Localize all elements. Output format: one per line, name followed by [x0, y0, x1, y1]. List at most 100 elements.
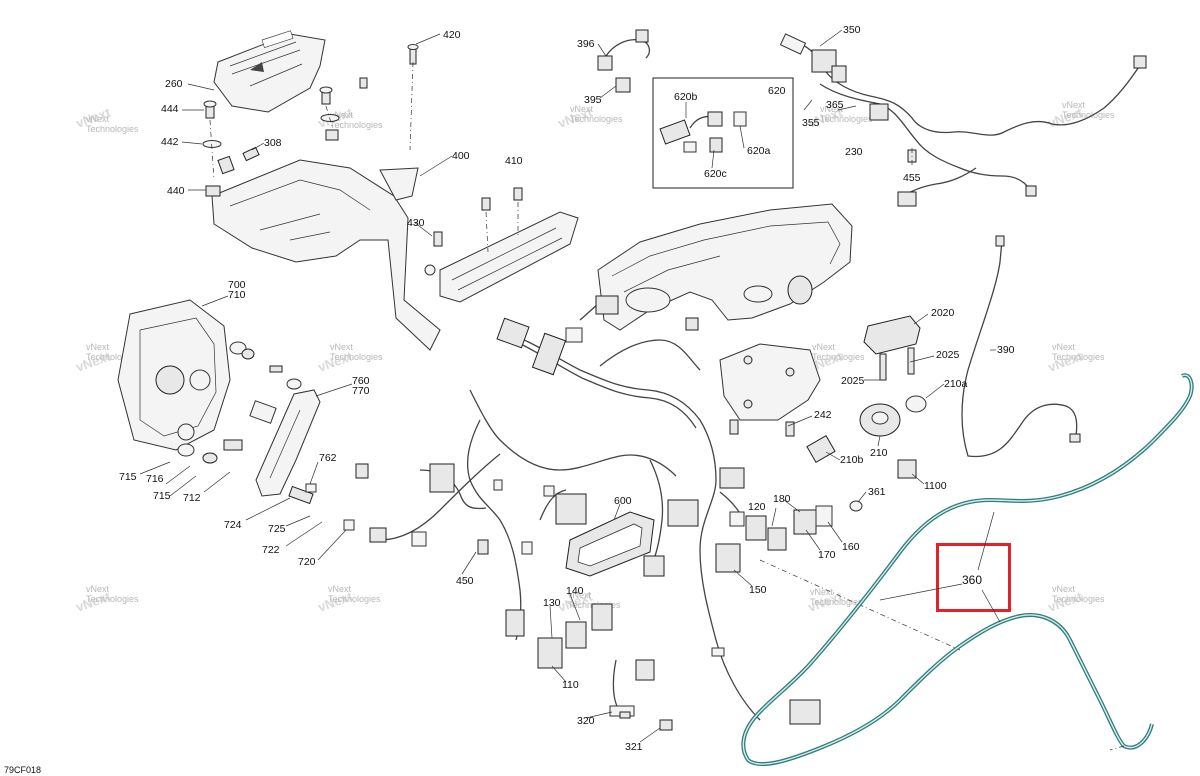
callout-410[interactable]: 410	[505, 155, 523, 167]
callout-120[interactable]: 120	[748, 501, 766, 513]
callout-395[interactable]: 395	[584, 94, 602, 106]
callout-2020[interactable]: 2020	[931, 307, 955, 319]
watermark: vNext vNext Technologies	[316, 584, 381, 615]
callout-760[interactable]: 760	[352, 375, 370, 387]
callout-365[interactable]: 365	[826, 99, 844, 111]
callout-110[interactable]: 110	[562, 679, 579, 691]
callout-620c[interactable]: 620c	[704, 168, 727, 180]
callout-2025[interactable]: 2025	[936, 349, 960, 361]
callout-700[interactable]: 700	[228, 279, 246, 291]
callout-361[interactable]: 361	[868, 486, 886, 498]
svg-text:Technologies: Technologies	[812, 352, 865, 362]
callout-170[interactable]: 170	[818, 549, 836, 561]
headlight-fasteners	[177, 341, 302, 464]
switch-2020[interactable]	[863, 315, 921, 381]
callout-320[interactable]: 320	[577, 715, 595, 727]
cable-390[interactable]	[961, 235, 1081, 458]
callout-430[interactable]: 430	[407, 217, 425, 229]
watermark: vNext vNext Technologies	[1046, 342, 1105, 375]
kit-620-box[interactable]	[652, 77, 794, 189]
watermark: vNext vNext Technologies	[1046, 100, 1115, 131]
callout-716[interactable]: 716	[146, 473, 164, 485]
callout-710[interactable]: 710	[228, 289, 246, 301]
leader-lines-left	[139, 295, 353, 561]
callout-600[interactable]: 600	[614, 495, 632, 507]
callout-396[interactable]: 396	[577, 38, 595, 50]
bracket-400[interactable]	[211, 159, 441, 351]
callout-444[interactable]: 444	[161, 103, 179, 115]
callout-762[interactable]: 762	[319, 452, 337, 464]
watermark: vNext vNext Technologies	[74, 584, 139, 615]
watermark: vNext vNext Technologies	[316, 342, 383, 375]
callout-722[interactable]: 722	[262, 544, 280, 556]
callout-712[interactable]: 712	[183, 492, 201, 504]
callout-442[interactable]: 442	[161, 136, 179, 148]
callout-321[interactable]: 321	[625, 741, 643, 753]
callout-715[interactable]: 715	[119, 471, 137, 483]
highlight-box	[936, 543, 1011, 612]
callout-390[interactable]: 390	[997, 344, 1015, 356]
cable-360[interactable]	[741, 373, 1194, 766]
callout-420[interactable]: 420	[443, 29, 461, 41]
svg-text:Technologies: Technologies	[1052, 352, 1105, 362]
ignition-210[interactable]	[806, 395, 927, 512]
frame[interactable]	[597, 203, 853, 331]
svg-text:vNext: vNext	[820, 104, 844, 114]
connectors-120-180[interactable]	[715, 505, 833, 573]
callout-620a[interactable]: 620a	[747, 145, 771, 157]
connectors-110-140[interactable]	[537, 603, 613, 669]
callout-724[interactable]: 724	[224, 519, 242, 531]
callout-770[interactable]: 770	[352, 385, 370, 397]
callout-360[interactable]: 360	[962, 573, 982, 587]
callout-455[interactable]: 455	[903, 172, 921, 184]
bracket-410[interactable]	[439, 187, 579, 303]
callout-210b[interactable]: 210b	[840, 454, 864, 466]
callout-242[interactable]: 242	[814, 409, 832, 421]
svg-text:Technologies: Technologies	[820, 114, 873, 124]
harness-230[interactable]	[779, 29, 1147, 207]
cover-260[interactable]	[213, 30, 326, 113]
callout-140[interactable]: 140	[566, 585, 584, 597]
svg-text:vNext: vNext	[568, 590, 592, 600]
svg-text:vNext: vNext	[330, 342, 354, 352]
watermark: vNext vNext Technologies	[556, 104, 623, 131]
callout-450[interactable]: 450	[456, 575, 474, 587]
callout-350[interactable]: 350	[843, 24, 861, 36]
svg-text:vNext: vNext	[812, 342, 836, 352]
callout-180[interactable]: 180	[773, 493, 791, 505]
callout-160[interactable]: 160	[842, 541, 860, 553]
callout-130[interactable]: 130	[543, 597, 561, 609]
svg-text:Technologies: Technologies	[328, 594, 381, 604]
callout-715b[interactable]: 715	[153, 490, 171, 502]
callout-400[interactable]: 400	[452, 150, 470, 162]
main-harness[interactable]	[355, 295, 761, 731]
svg-text:Technologies: Technologies	[570, 114, 623, 124]
callout-725[interactable]: 725	[268, 523, 286, 535]
callout-440[interactable]: 440	[167, 185, 185, 197]
callout-150[interactable]: 150	[749, 584, 767, 596]
headlight-700[interactable]	[117, 299, 231, 451]
svg-text:vNext: vNext	[86, 114, 110, 124]
svg-text:Technologies: Technologies	[86, 124, 139, 134]
svg-text:Technologies: Technologies	[86, 352, 139, 362]
callout-labels: 420 260 444 442 308 440 400 410 430 396 …	[4, 24, 1015, 775]
callout-355[interactable]: 355	[802, 117, 820, 129]
callout-620b[interactable]: 620b	[674, 91, 698, 103]
svg-text:vNext: vNext	[86, 342, 110, 352]
bracket-760[interactable]	[255, 389, 355, 531]
watermark: vNext vNext Technologies	[1046, 584, 1105, 615]
callout-620[interactable]: 620	[768, 85, 786, 97]
callout-210a[interactable]: 210a	[944, 378, 968, 390]
callout-260[interactable]: 260	[165, 78, 183, 90]
gauge-600[interactable]	[565, 511, 655, 577]
watermark: vNext vNext Technologies	[74, 104, 139, 134]
callout-230[interactable]: 230	[845, 146, 863, 158]
callout-210[interactable]: 210	[870, 447, 888, 459]
callout-308[interactable]: 308	[264, 137, 282, 149]
connectors-395-396[interactable]	[597, 29, 651, 99]
module-plate-right[interactable]	[719, 343, 821, 437]
callout-720[interactable]: 720	[298, 556, 316, 568]
svg-text:vNext: vNext	[328, 584, 352, 594]
callout-2025b[interactable]: 2025	[841, 375, 865, 387]
callout-1100[interactable]: 1100	[924, 480, 947, 492]
